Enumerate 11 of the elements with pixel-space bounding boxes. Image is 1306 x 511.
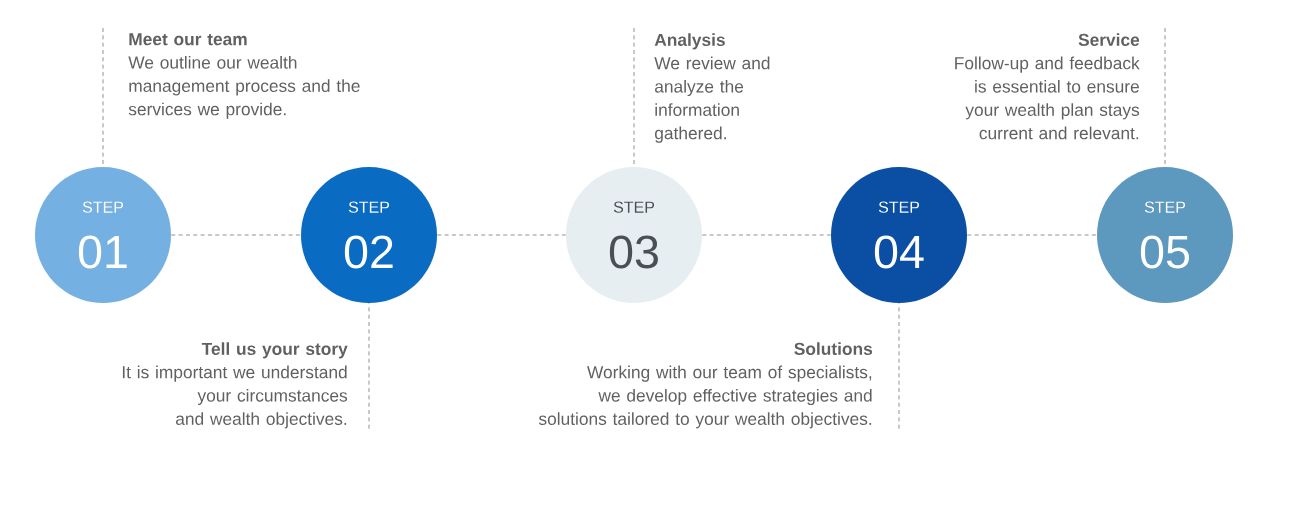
leader-line: [368, 302, 370, 430]
connector-line: [170, 234, 302, 236]
step-description: Solutions Working with our team of specialists, we develop effective strategies and solutions tailored to your wealth objectives.: [538, 342, 873, 429]
step-description: Analysis We review and analyze the information gathered.: [654, 33, 770, 143]
leader-line: [898, 302, 900, 430]
connector-line: [701, 234, 832, 236]
step-description: Meet our team We outline our wealth management process and the services we provide.: [128, 33, 360, 119]
step-description: Service Follow-up and feedback is essential to ensure your wealth plan stays current and relevant.: [955, 33, 1140, 140]
step-description: Tell us your story It is important we understand your circumstances and wealth objectives.: [122, 342, 348, 429]
connector-line: [436, 234, 567, 236]
connector-line: [966, 234, 1098, 236]
